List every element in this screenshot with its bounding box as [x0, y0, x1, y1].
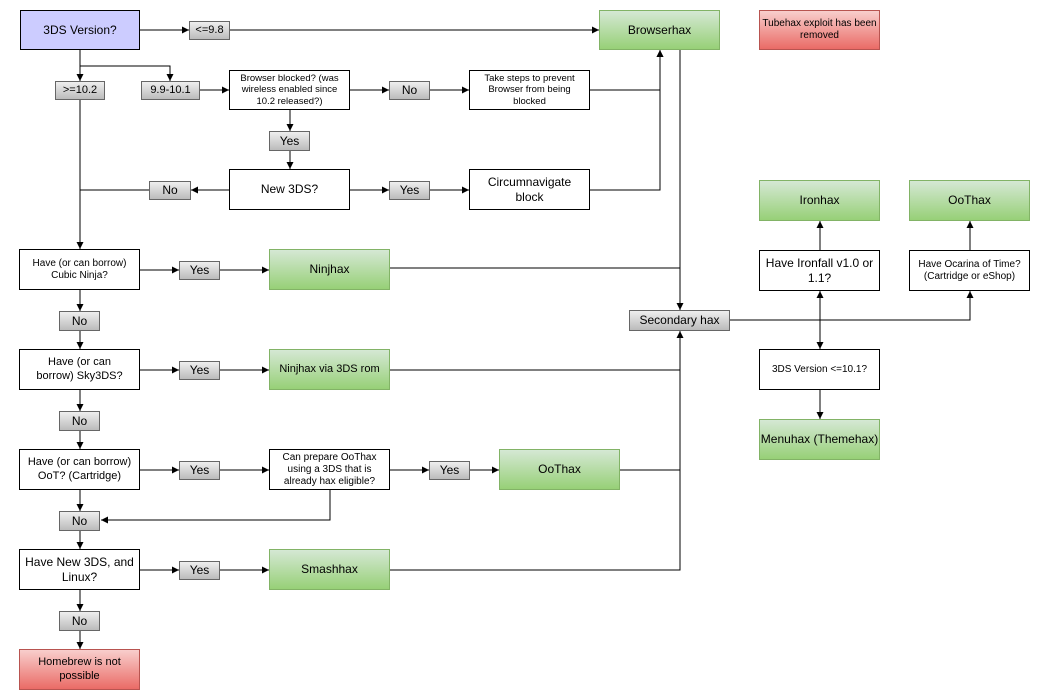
oothax-side-node: OoThax — [909, 180, 1030, 221]
circumnavigate-step: Circumnavigate block — [469, 169, 590, 210]
menuhax-node: Menuhax (Themehax) — [759, 419, 880, 460]
edge-prevent-browserhax — [590, 50, 664, 91]
version-101-question: 3DS Version <=10.1? — [759, 349, 880, 390]
yes-new3ds-label: Yes — [389, 181, 430, 200]
yes-blocked-label: Yes — [269, 131, 310, 151]
prepare-oothax-question: Can prepare OoThax using a 3DS that is a… — [269, 449, 390, 490]
edge-prepare-no — [101, 490, 331, 524]
no-new3ds-label: No — [149, 181, 191, 200]
yes-linux-label: Yes — [179, 561, 220, 580]
edge-secondary-ironfall — [730, 291, 824, 321]
tubehax-removed-note: Tubehax exploit has been removed — [759, 10, 880, 50]
ninjhax-node: Ninjhax — [269, 249, 390, 290]
ironhax-node: Ironhax — [759, 180, 880, 221]
ge102-label: >=10.2 — [55, 81, 105, 100]
no-linux-label: No — [59, 611, 100, 631]
sky3ds-question: Have (or can borrow) Sky3DS? — [19, 349, 140, 390]
no-cubic-label: No — [59, 311, 100, 331]
smashhax-node: Smashhax — [269, 549, 390, 590]
ocarina-question: Have Ocarina of Time? (Cartridge or eSho… — [909, 250, 1030, 291]
new3ds-question: New 3DS? — [229, 169, 350, 210]
homebrew-not-possible: Homebrew is not possible — [19, 649, 140, 690]
r99-101-label: 9.9-10.1 — [141, 81, 200, 100]
ninjhax-rom-node: Ninjhax via 3DS rom — [269, 349, 390, 390]
no-oot-label: No — [59, 511, 100, 531]
no-browser-label: No — [389, 81, 430, 100]
yes-sky-label: Yes — [179, 361, 220, 380]
no-sky-label: No — [59, 411, 100, 431]
secondary-hax-label: Secondary hax — [629, 310, 730, 331]
prevent-block-step: Take steps to prevent Browser from being… — [469, 70, 590, 110]
edge-circum-browserhax — [590, 50, 664, 191]
version-question: 3DS Version? — [20, 10, 140, 50]
edge-secondary-ocarina — [820, 291, 974, 321]
edge-oothax-secondary — [620, 370, 681, 471]
yes-prepare-label: Yes — [429, 461, 470, 480]
le98-label: <=9.8 — [189, 21, 230, 40]
oot-cartridge-question: Have (or can borrow) OoT? (Cartridge) — [19, 449, 140, 490]
edge-ninjhaxrom-secondary — [390, 331, 684, 371]
edge-version-r99 — [80, 65, 174, 81]
oothax-main-node: OoThax — [499, 449, 620, 490]
browserhax-node: Browserhax — [599, 10, 720, 50]
ironfall-question: Have Ironfall v1.0 or 1.1? — [759, 250, 880, 291]
cubic-ninja-question: Have (or can borrow) Cubic Ninja? — [19, 249, 140, 290]
yes-cubic-label: Yes — [179, 261, 220, 280]
browser-blocked-question: Browser blocked? (was wireless enabled s… — [229, 70, 350, 110]
yes-oot-label: Yes — [179, 461, 220, 480]
new3ds-linux-question: Have New 3DS, and Linux? — [19, 549, 140, 590]
edge-smashhax-secondary — [390, 470, 681, 571]
